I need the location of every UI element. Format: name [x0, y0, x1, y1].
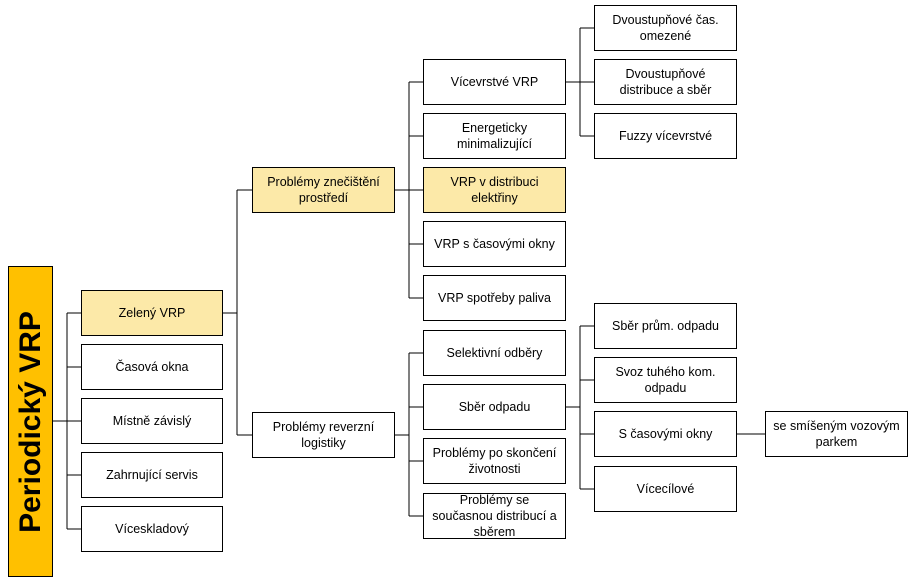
node-zahrnujici-servis: Zahrnující servis	[81, 452, 223, 498]
node-problemy-reverzni: Problémy reverzní logistiky	[252, 412, 395, 458]
node-smiseny-vozovy-park: se smíšeným vozovým parkem	[765, 411, 908, 457]
node-po-skonceni-zivotnosti: Problémy po skončení životnosti	[423, 438, 566, 484]
node-vicevrstve-vrp: Vícevrstvé VRP	[423, 59, 566, 105]
node-viceskladovy: Víceskladový	[81, 506, 223, 552]
node-s-casovymi-okny: S časovými okny	[594, 411, 737, 457]
node-dvoustupnove-distribuce: Dvoustupňové distribuce a sběr	[594, 59, 737, 105]
node-fuzzy-vicevrstve: Fuzzy vícevrstvé	[594, 113, 737, 159]
node-zeleny-vrp: Zelený VRP	[81, 290, 223, 336]
root-node: Periodický VRP	[8, 266, 53, 577]
node-mistne-zavisly: Místně závislý	[81, 398, 223, 444]
node-svoz-tuheho-odpadu: Svoz tuhého kom. odpadu	[594, 357, 737, 403]
node-selektivni-odbery: Selektivní odběry	[423, 330, 566, 376]
node-vrp-distribuce-elektriny: VRP v distribuci elektřiny	[423, 167, 566, 213]
root-label: Periodický VRP	[13, 310, 47, 533]
node-vicecilove: Vícecílové	[594, 466, 737, 512]
node-sber-prum-odpadu: Sběr prům. odpadu	[594, 303, 737, 349]
node-soucasna-distribuce-sber: Problémy se současnou distribucí a sběre…	[423, 493, 566, 539]
node-vrp-spotreby-paliva: VRP spotřeby paliva	[423, 275, 566, 321]
node-sber-odpadu: Sběr odpadu	[423, 384, 566, 430]
node-casova-okna: Časová okna	[81, 344, 223, 390]
node-vrp-casove-okna: VRP s časovými okny	[423, 221, 566, 267]
node-energeticky: Energeticky minimalizující	[423, 113, 566, 159]
node-dvoustupnove-cas: Dvoustupňové čas. omezené	[594, 5, 737, 51]
node-problemy-znecisteni: Problémy znečištění prostředí	[252, 167, 395, 213]
